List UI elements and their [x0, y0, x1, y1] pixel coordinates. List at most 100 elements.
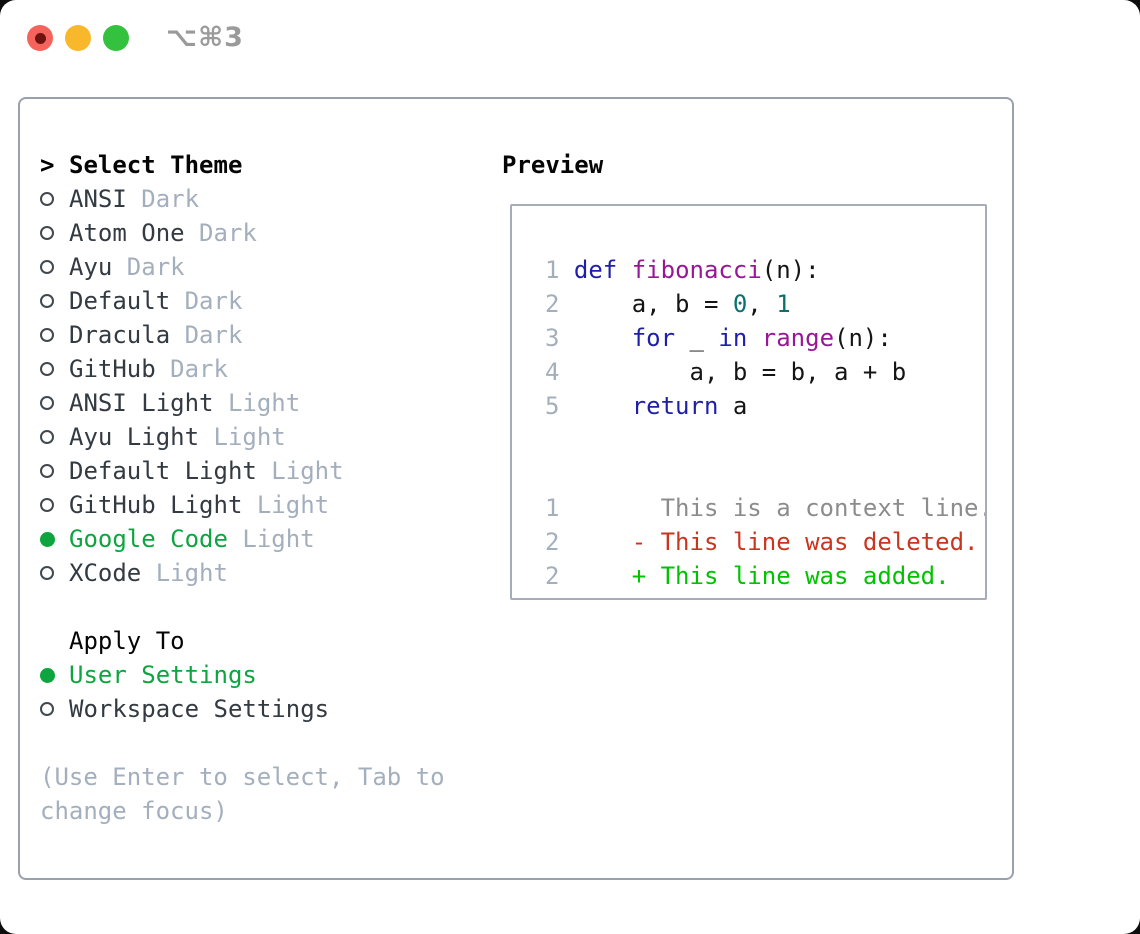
- theme-variant-label: Dark: [184, 219, 257, 247]
- select-theme-title: Select Theme: [69, 151, 243, 179]
- radio-prefix: [40, 328, 69, 342]
- titlebar: ⌥⌘3: [0, 0, 1140, 76]
- radio-icon: [40, 294, 54, 308]
- radio-selected-icon: [40, 667, 55, 683]
- code-line: 2 + This line was added.: [545, 559, 985, 593]
- theme-option-default-light[interactable]: Default Light Light: [40, 454, 492, 488]
- cursor-icon: >: [40, 151, 55, 179]
- code-line: 4 a, b = b, a + b: [545, 355, 985, 389]
- theme-variant-label: Dark: [155, 355, 228, 383]
- code-segment-kw: in: [718, 324, 748, 352]
- theme-option-google-code[interactable]: Google Code Light: [40, 522, 492, 556]
- theme-option-github-light[interactable]: GitHub Light Light: [40, 488, 492, 522]
- theme-option-ayu[interactable]: Ayu Dark: [40, 250, 492, 284]
- option-label: User Settings: [69, 661, 257, 689]
- radio-icon: [40, 566, 54, 580]
- theme-option-github[interactable]: GitHub Dark: [40, 352, 492, 386]
- option-label: GitHub Light: [69, 491, 243, 519]
- theme-variant-label: Light: [213, 389, 301, 417]
- code-segment-plain: a, b =: [559, 290, 733, 318]
- radio-prefix: [40, 498, 69, 512]
- radio-prefix: [40, 362, 69, 376]
- theme-option-xcode[interactable]: XCode Light: [40, 556, 492, 590]
- radio-prefix: [40, 667, 69, 683]
- code-segment-num: 3: [545, 324, 560, 352]
- radio-icon: [40, 328, 54, 342]
- radio-icon: [40, 430, 54, 444]
- radio-prefix: [40, 226, 69, 240]
- theme-option-dracula[interactable]: Dracula Dark: [40, 318, 492, 352]
- radio-selected-icon: [40, 531, 55, 547]
- code-line: 2 - This line was deleted.: [545, 525, 985, 559]
- code-segment-num: 2: [545, 290, 560, 318]
- radio-prefix: [40, 531, 69, 547]
- apply-to-header: Apply To: [40, 624, 492, 658]
- theme-variant-label: Dark: [112, 253, 185, 281]
- code-segment-num: 4: [545, 358, 560, 386]
- select-theme-header: > Select Theme: [40, 148, 492, 182]
- cursor-prefix: >: [40, 151, 69, 179]
- option-label: Workspace Settings: [69, 695, 330, 723]
- close-button[interactable]: [27, 25, 53, 51]
- theme-option-ayu-light[interactable]: Ayu Light Light: [40, 420, 492, 454]
- option-label: Default: [69, 287, 171, 315]
- zoom-button[interactable]: [103, 25, 129, 51]
- radio-prefix: [40, 702, 69, 716]
- code-segment-num: 1: [545, 494, 560, 522]
- theme-variant-label: Dark: [170, 321, 243, 349]
- radio-prefix: [40, 566, 69, 580]
- theme-option-atom-one[interactable]: Atom One Dark: [40, 216, 492, 250]
- code-segment-fn: range: [761, 324, 835, 352]
- code-segment-plain: ,: [747, 290, 777, 318]
- option-label: ANSI Light: [69, 389, 214, 417]
- option-label: Default Light: [69, 457, 257, 485]
- code-segment-fn: fibonacci: [631, 256, 762, 284]
- radio-prefix: [40, 294, 69, 308]
- radio-prefix: [40, 192, 69, 206]
- code-segment-num: 5: [545, 392, 560, 420]
- spacer: [40, 590, 492, 624]
- close-dot-icon: [34, 32, 46, 44]
- code-line: 2 a, b = 0, 1: [545, 287, 985, 321]
- code-segment-del: - This line was deleted.: [559, 528, 979, 556]
- option-label: XCode: [69, 559, 142, 587]
- radio-icon: [40, 498, 54, 512]
- window-shortcut-label: ⌥⌘3: [166, 22, 244, 53]
- code-segment-plain: [747, 324, 761, 352]
- apply-option-user-settings[interactable]: User Settings: [40, 658, 492, 692]
- option-label: Ayu Light: [69, 423, 200, 451]
- theme-variant-label: Dark: [170, 287, 243, 315]
- code-segment-lit: 1: [776, 290, 791, 318]
- theme-variant-label: Light: [256, 457, 344, 485]
- theme-option-ansi[interactable]: ANSI Dark: [40, 182, 492, 216]
- radio-icon: [40, 702, 54, 716]
- apply-option-workspace-settings[interactable]: Workspace Settings: [40, 692, 492, 726]
- option-label: GitHub: [69, 355, 156, 383]
- code-segment-plain: [617, 256, 631, 284]
- option-label: Dracula: [69, 321, 171, 349]
- minimize-button[interactable]: [65, 25, 91, 51]
- theme-variant-label: Dark: [126, 185, 200, 213]
- option-label: ANSI: [69, 185, 127, 213]
- code-segment-plain: [559, 392, 631, 420]
- theme-option-ansi-light[interactable]: ANSI Light Light: [40, 386, 492, 420]
- code-segment-ctx: This is a context line.: [559, 494, 987, 522]
- theme-variant-label: Light: [141, 559, 228, 587]
- radio-prefix: [40, 260, 69, 274]
- radio-icon: [40, 226, 54, 240]
- code-line: 5 return a: [545, 389, 985, 423]
- radio-icon: [40, 260, 54, 274]
- radio-prefix: [40, 396, 69, 410]
- code-segment-plain: (n):: [761, 256, 820, 284]
- theme-option-default[interactable]: Default Dark: [40, 284, 492, 318]
- radio-icon: [40, 464, 54, 478]
- code-segment-num: 1: [545, 256, 574, 284]
- code-line: 1 This is a context line.: [545, 491, 985, 525]
- theme-variant-label: Light: [227, 525, 315, 553]
